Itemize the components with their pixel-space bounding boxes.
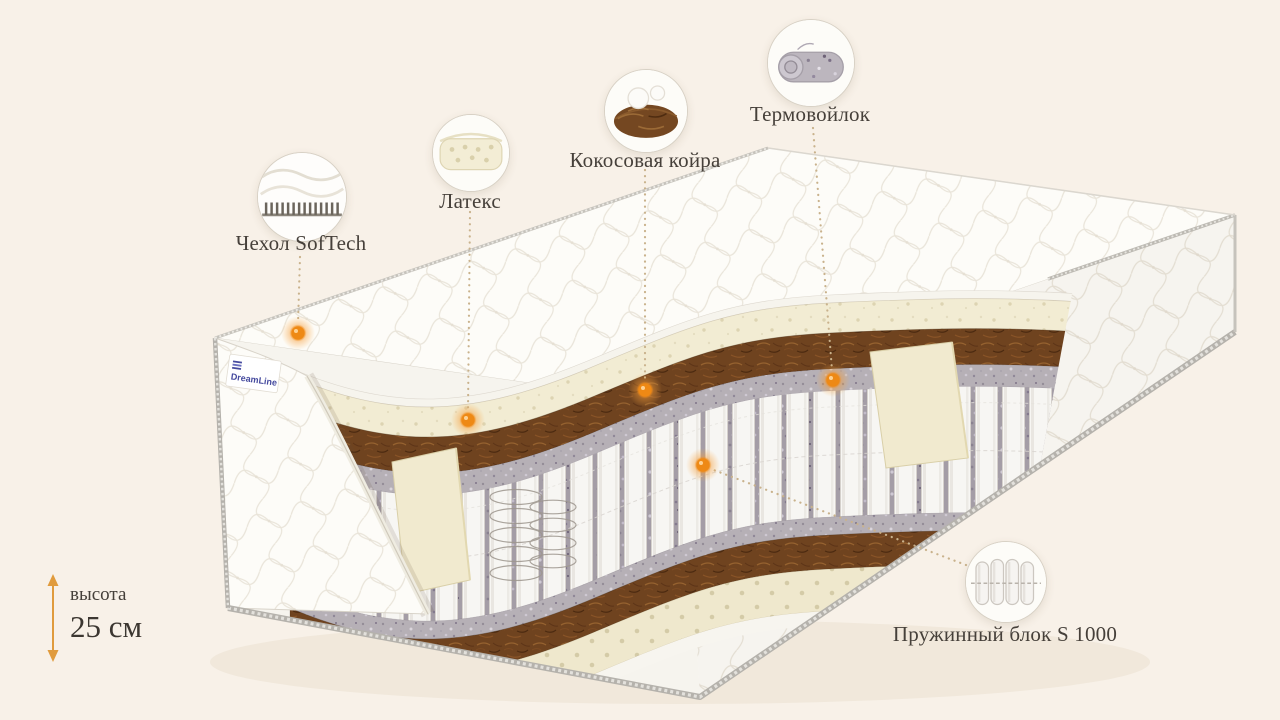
connector-cover [296, 255, 302, 326]
hotspot-dots [281, 316, 850, 482]
edge-piping [212, 146, 1237, 700]
felt-photo-circle [767, 19, 855, 107]
fabric-swatch-icon [258, 153, 346, 241]
coconut-coir-icon [605, 70, 687, 152]
callout-connectors [296, 126, 968, 567]
pocket-springs-icon [966, 542, 1046, 622]
cover-photo-circle [257, 152, 347, 242]
hotspot-cover [281, 316, 315, 350]
logo-stripes-icon [232, 360, 243, 364]
thermo-felt-icon [768, 20, 854, 106]
height-value: 25 см [70, 608, 143, 644]
dreamline-logo: DreamLine [225, 353, 282, 394]
springs-photo-circle [965, 541, 1047, 623]
callout-label-springs: Пружинный блок S 1000 [892, 622, 1118, 646]
callout-label-coir: Кокосовая койра [569, 148, 721, 172]
height-arrow-icon [47, 574, 59, 662]
peeled-cover: DreamLine [214, 337, 435, 618]
latex-layer-icon [433, 115, 509, 191]
height-indicator: высота 25 см [70, 584, 142, 644]
callout-label-cover: Чехол SofTech [235, 231, 367, 255]
connector-felt [811, 126, 834, 372]
coir-photo-circle [604, 69, 688, 153]
hotspot-felt [816, 363, 850, 397]
callout-label-felt: Термовойлок [749, 102, 871, 126]
callout-label-latex: Латекс [439, 189, 501, 213]
hotspot-coir [628, 373, 662, 407]
latex-layer [289, 298, 1078, 438]
cover-rim-layer [289, 290, 1078, 408]
connector-latex [466, 210, 472, 412]
hotspot-springs [686, 448, 720, 482]
coir-layer-lower [289, 530, 1078, 674]
felt-layer [289, 364, 1078, 496]
coil-springs-sketch [489, 488, 577, 582]
hotspot-latex [451, 403, 485, 437]
foam-rails [391, 341, 969, 595]
latex-photo-circle [432, 114, 510, 192]
height-label: высота [70, 584, 127, 605]
